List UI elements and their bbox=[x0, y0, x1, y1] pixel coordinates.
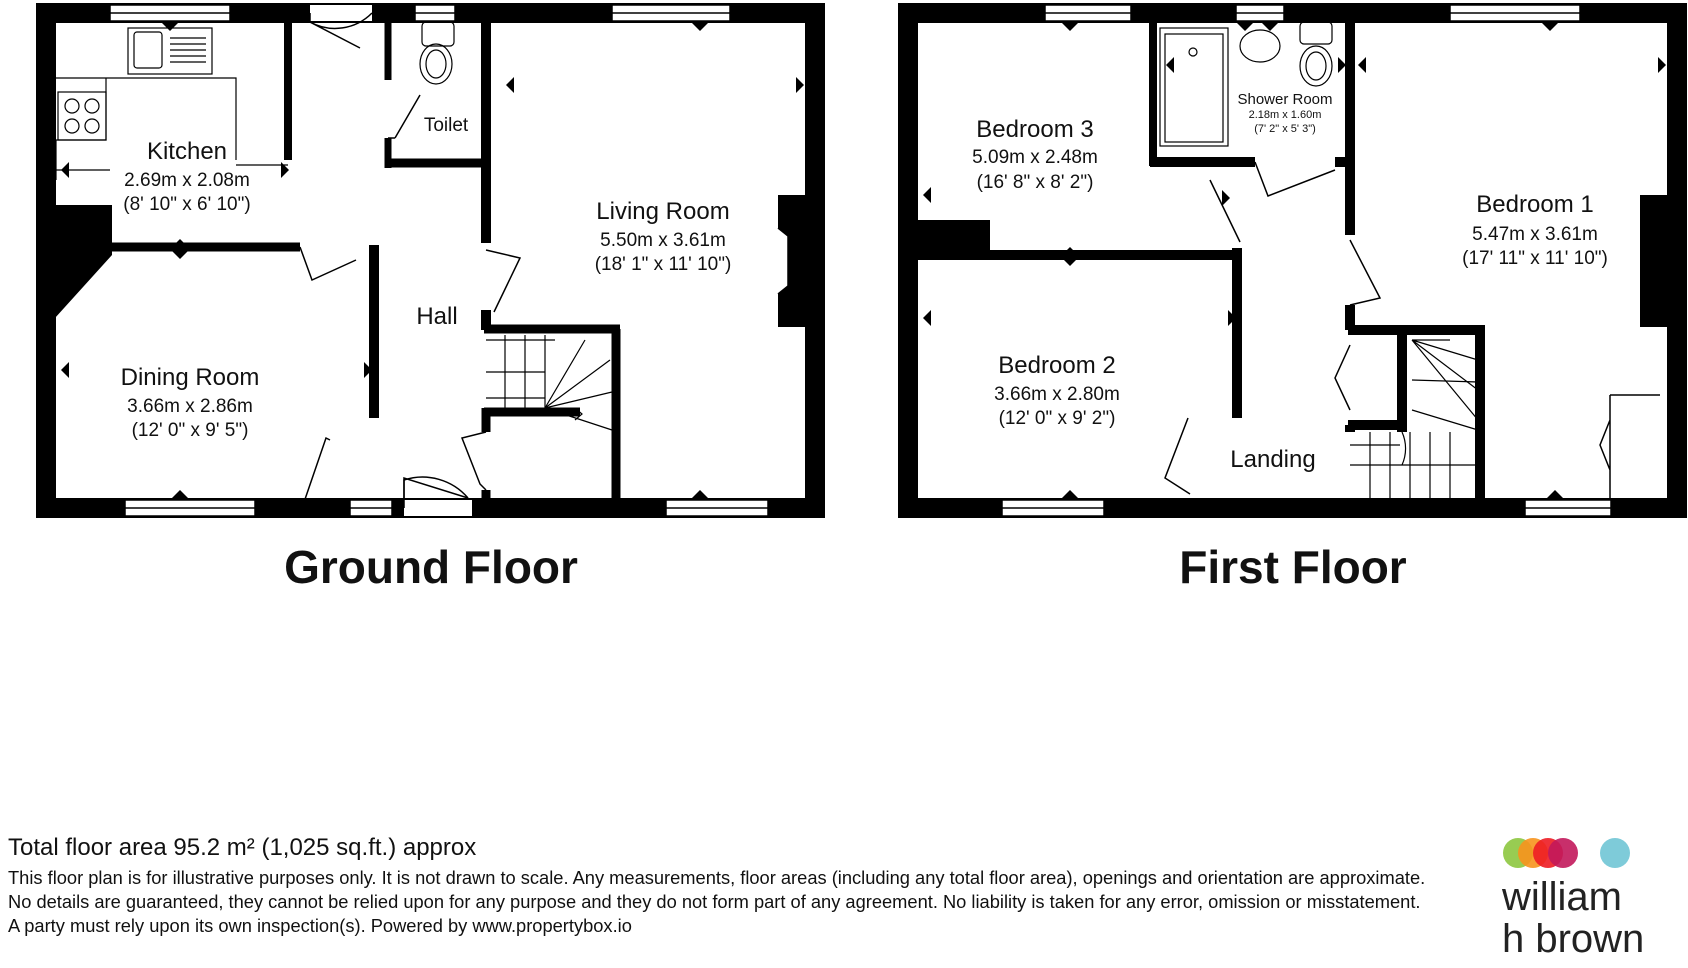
brand-line-2: h brown bbox=[1502, 917, 1645, 961]
ground-doors bbox=[299, 5, 522, 516]
opening-arrow-icon bbox=[796, 77, 804, 93]
hall-label: Hall bbox=[416, 303, 457, 330]
total-floor-area: Total floor area 95.2 m² (1,025 sq.ft.) … bbox=[8, 834, 477, 861]
bedroom1-imperial: (17' 11" x 11' 10") bbox=[1462, 248, 1608, 269]
opening-arrow-icon bbox=[692, 490, 708, 498]
shower-metric: 2.18m x 1.60m bbox=[1249, 109, 1322, 121]
opening-arrow-icon bbox=[281, 162, 289, 178]
opening-arrow-icon bbox=[923, 187, 931, 203]
opening-arrow-icon bbox=[61, 362, 69, 378]
first-floor-title: First Floor bbox=[1179, 541, 1407, 593]
toilet-label: Toilet bbox=[424, 115, 469, 136]
first-doors bbox=[1164, 161, 1660, 498]
opening-arrow-icon bbox=[692, 23, 708, 31]
landing-label: Landing bbox=[1230, 446, 1315, 473]
footer: Total floor area 95.2 m² (1,025 sq.ft.) … bbox=[8, 834, 1428, 938]
kitchen-label: Kitchen bbox=[147, 138, 227, 165]
shower-label: Shower Room bbox=[1237, 91, 1332, 108]
ground-windows bbox=[109, 4, 769, 517]
bedroom2-label: Bedroom 2 bbox=[998, 352, 1115, 379]
floor-plan-drawing: Kitchen 2.69m x 2.08m (8' 10" x 6' 10") … bbox=[36, 3, 1687, 518]
kitchen-metric: 2.69m x 2.08m bbox=[124, 170, 250, 191]
opening-arrow-icon bbox=[162, 23, 178, 31]
opening-arrow-icon bbox=[1237, 23, 1253, 31]
logo-dot-icon bbox=[1548, 838, 1578, 868]
bedroom1-metric: 5.47m x 3.61m bbox=[1472, 224, 1598, 245]
opening-arrow-icon bbox=[1542, 23, 1558, 31]
living-imperial: (18' 1" x 11' 10") bbox=[595, 254, 732, 275]
dining-imperial: (12' 0" x 9' 5") bbox=[132, 420, 249, 441]
opening-arrow-icon bbox=[1166, 57, 1174, 73]
opening-arrow-icon bbox=[1262, 23, 1278, 31]
living-label: Living Room bbox=[596, 198, 729, 225]
ground-floor-title: Ground Floor bbox=[284, 541, 578, 593]
disclaimer: This floor plan is for illustrative purp… bbox=[8, 867, 1426, 936]
opening-arrow-icon bbox=[1062, 247, 1078, 255]
opening-arrow-icon bbox=[923, 310, 931, 326]
opening-arrow-icon bbox=[1062, 490, 1078, 498]
opening-arrow-icon bbox=[1228, 310, 1236, 326]
living-metric: 5.50m x 3.61m bbox=[600, 230, 726, 251]
first-windows bbox=[1001, 4, 1612, 517]
bedroom2-metric: 3.66m x 2.80m bbox=[994, 384, 1120, 405]
first-floor-walls bbox=[898, 3, 1687, 518]
brand-logo bbox=[1500, 838, 1680, 968]
opening-arrow-icon bbox=[1222, 190, 1230, 206]
bedroom3-imperial: (16' 8" x 8' 2") bbox=[977, 172, 1094, 193]
opening-arrow-icon bbox=[1547, 490, 1563, 498]
shower-imperial: (7' 2" x 5' 3") bbox=[1254, 123, 1316, 135]
opening-arrow-icon bbox=[1358, 57, 1366, 73]
opening-arrow-icon bbox=[61, 162, 69, 178]
brand-line-1: william bbox=[1502, 875, 1622, 919]
opening-arrow-icon bbox=[1338, 57, 1346, 73]
dining-metric: 3.66m x 2.86m bbox=[127, 396, 253, 417]
kitchen-fittings bbox=[55, 21, 455, 180]
bedroom3-label: Bedroom 3 bbox=[976, 116, 1093, 143]
opening-arrow-icon bbox=[172, 490, 188, 498]
opening-arrow-icon bbox=[1658, 57, 1666, 73]
kitchen-imperial: (8' 10" x 6' 10") bbox=[123, 194, 250, 215]
dining-label: Dining Room bbox=[121, 364, 260, 391]
opening-arrow-icon bbox=[506, 77, 514, 93]
bedroom2-imperial: (12' 0" x 9' 2") bbox=[999, 408, 1116, 429]
opening-arrow-icon bbox=[1062, 258, 1078, 266]
first-stairs bbox=[1350, 339, 1479, 500]
opening-arrow-icon bbox=[172, 239, 188, 247]
bedroom1-label: Bedroom 1 bbox=[1476, 191, 1593, 218]
brand-name: william h brown bbox=[1502, 876, 1644, 960]
bedroom3-metric: 5.09m x 2.48m bbox=[972, 147, 1098, 168]
opening-arrow-icon bbox=[1062, 23, 1078, 31]
ground-stairs bbox=[486, 335, 613, 431]
opening-arrow-icon bbox=[364, 362, 372, 378]
opening-arrow-icon bbox=[172, 251, 188, 259]
logo-dot-icon bbox=[1600, 838, 1630, 868]
shower-fittings bbox=[1159, 21, 1333, 147]
